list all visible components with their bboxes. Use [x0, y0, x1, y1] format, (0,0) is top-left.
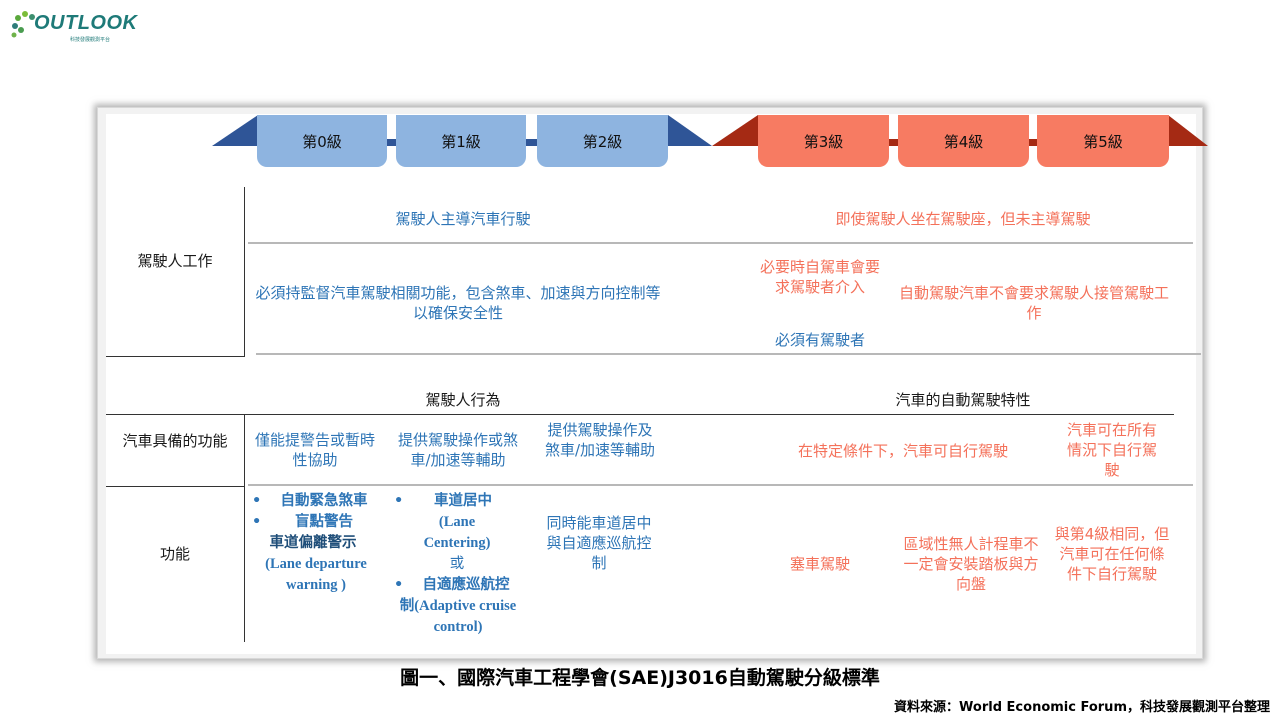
features-level5: 與第4級相同，但汽車可在任何條件下自行駕駛 [1054, 525, 1170, 583]
human-left-arrow-icon [212, 115, 258, 146]
feature-aeb: •自動緊急煞車 [248, 491, 378, 512]
feature-blind-spot: •盲點警告 [248, 512, 378, 533]
function-level0: 僅能提警告或暫時性協助 [254, 431, 375, 469]
auto-left-arrow-icon [712, 115, 758, 146]
human-right-arrow-icon [668, 115, 712, 146]
function-level5: 汽車可在所有情況下自行駕駛 [1066, 421, 1157, 479]
feature-lane-centering-en: (Lane Centering) [423, 514, 491, 551]
row-label-vehicle-function: 汽車具備的功能 [122, 432, 228, 450]
row-divider-horizontal-3 [106, 486, 244, 487]
row-divider-vertical-2 [244, 414, 245, 642]
feature-acc: •自適應巡航控 [390, 575, 524, 596]
logo-name: OUTLOOK [34, 12, 138, 34]
driver-behavior-header: 駕駛人行為 [425, 391, 501, 409]
bullet-icon: • [252, 493, 262, 509]
level-0: 第0級 [257, 115, 387, 167]
human-description: 必須持監督汽車駕駛相關功能，包含煞車、加速與方向控制等以確保安全性 [255, 284, 661, 322]
feature-acc-en: 制(Adaptive cruise control) [399, 598, 517, 635]
function-level1: 提供駕駛操作或煞車/加速等輔助 [397, 431, 518, 469]
row-divider-horizontal-1 [106, 356, 244, 357]
level-1: 第1級 [396, 115, 526, 167]
level45-description: 自動駕駛汽車不會要求駕駛人接管駕駛工作 [898, 284, 1169, 322]
bullet-icon: • [394, 577, 404, 593]
bullet-icon: • [252, 514, 262, 530]
level3-note: 必須有駕駛者 [774, 331, 865, 349]
features-level1: •車道居中 (Lane Centering) 或 •自適應巡航控 制(Adapt… [390, 491, 524, 638]
level-2: 第2級 [537, 115, 668, 167]
level-3: 第3級 [758, 115, 889, 167]
level-4: 第4級 [898, 115, 1029, 167]
human-title: 駕駛人主導汽車行駛 [395, 210, 531, 228]
diagram-canvas [106, 114, 1196, 654]
auto-right-arrow-icon [1168, 115, 1208, 146]
leaf-logo-icon [11, 11, 35, 38]
sae-levels-diagram: 第0級 第1級 第2級 第3級 第4級 第5級 駕駛人工作 汽車具備的功能 功能… [97, 107, 1208, 659]
level-5: 第5級 [1037, 115, 1169, 167]
logo-subtitle: 科技發展觀測平台 [70, 37, 111, 43]
separator-2 [256, 353, 1201, 355]
row-divider-horizontal-2 [106, 414, 1174, 415]
auto-feature-header: 汽車的自動駕駛特性 [895, 391, 1031, 409]
features-level2: 同時能車道居中與自適應巡航控制 [546, 514, 652, 572]
features-level3: 塞車駕駛 [789, 555, 850, 573]
row-divider-vertical-1 [244, 187, 245, 357]
features-level0: •自動緊急煞車 •盲點警告 車道偏離警示 (Lane departure war… [248, 491, 378, 596]
feature-lane-departure: 車道偏離警示 [269, 535, 357, 551]
features-level4: 區域性無人計程車不一定會安裝踏板與方向盤 [903, 535, 1039, 593]
row-label-driver-work: 駕駛人工作 [137, 252, 213, 270]
separator-3 [248, 484, 1193, 486]
source-note: 資料來源：World Economic Forum，科技發展觀測平台整理 [894, 700, 1270, 715]
feature-or: 或 [449, 556, 465, 572]
bullet-icon: • [394, 493, 404, 509]
function-level2: 提供駕駛操作及煞車/加速等輔助 [544, 421, 656, 459]
figure-caption: 圖一、國際汽車工程學會(SAE)J3016自動駕駛分級標準 [400, 667, 880, 689]
feature-lane-departure-en: (Lane departure warning ) [265, 556, 367, 593]
auto-title: 即使駕駛人坐在駕駛座，但未主導駕駛 [835, 210, 1091, 228]
feature-lane-centering: •車道居中 [390, 491, 524, 512]
separator-1 [248, 242, 1193, 244]
row-label-features: 功能 [159, 545, 190, 563]
outlook-logo: OUTLOOK 科技發展觀測平台 [10, 6, 137, 46]
level3-description: 必要時自駕車會要求駕駛者介入 [759, 258, 880, 296]
function-level34: 在特定條件下，汽車可自行駕駛 [797, 442, 1008, 460]
